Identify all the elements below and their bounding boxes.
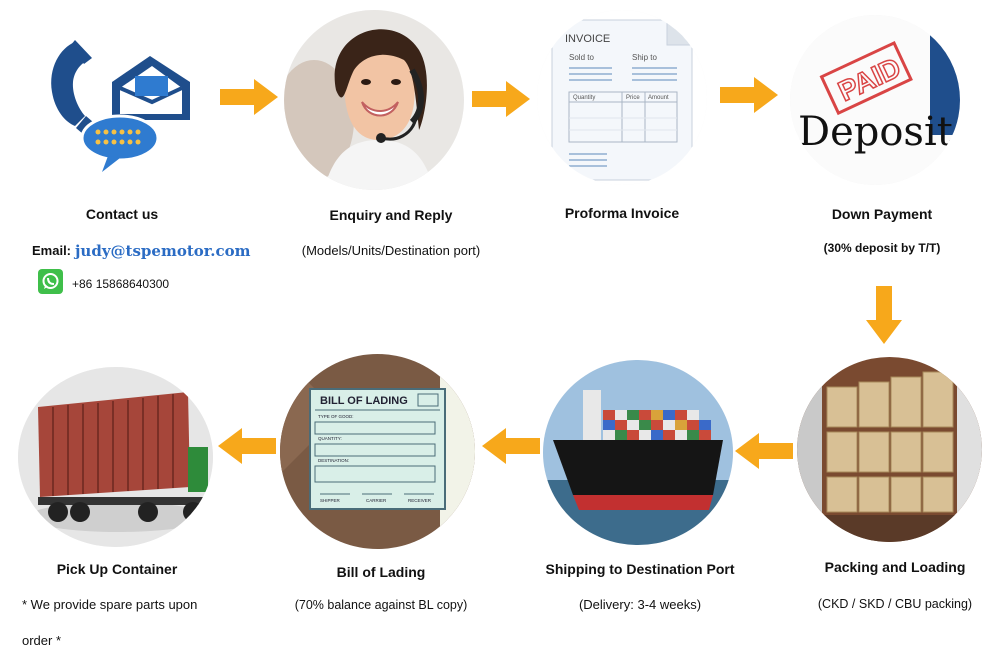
step-subtitle-bill-of-lading: (70% balance against BL copy): [294, 598, 468, 612]
invoice-col-price: Price: [626, 95, 640, 101]
step-title-invoice: Proforma Invoice: [564, 205, 680, 221]
arrow-right-2: [472, 81, 530, 117]
contact-illustration: [40, 30, 200, 180]
bill-carrier: CARRIER: [366, 498, 387, 503]
invoice-col-quantity: Quantity: [573, 95, 595, 101]
packing-loading-image: [797, 357, 982, 542]
step-title-shipping: Shipping to Destination Port: [545, 561, 735, 577]
bill-destination: DESTINATION:: [318, 458, 349, 463]
step-title-contact: Contact us: [85, 206, 159, 222]
bill-quantity: QUANTITY:: [318, 436, 342, 441]
email-label: Email:: [32, 243, 72, 258]
step-title-down-payment: Down Payment: [831, 206, 933, 222]
arrow-right-1: [220, 79, 278, 115]
container-truck-image: [18, 367, 213, 547]
step-subtitle-enquiry: (Models/Units/Destination port): [301, 243, 481, 258]
bill-of-lading-image: BILL OF LADING TYPE OF GOOD: QUANTITY: D…: [280, 354, 475, 549]
invoice-ship-to: Ship to: [632, 53, 657, 62]
bill-receiver: RECEIVER: [408, 498, 432, 503]
arrow-left-1: [735, 433, 793, 469]
step-title-bill-of-lading: Bill of Lading: [336, 564, 426, 580]
invoice-sold-to: Sold to: [569, 53, 594, 62]
bill-type: TYPE OF GOOD:: [318, 414, 354, 419]
step-subtitle-packing: (CKD / SKD / CBU packing): [817, 597, 973, 611]
arrow-right-3: [720, 77, 778, 113]
bill-shipper: SHIPPER: [320, 498, 341, 503]
phone-number: +86 15868640300: [72, 277, 170, 291]
whatsapp-icon: [38, 269, 63, 294]
invoice-col-amount: Amount: [648, 95, 669, 101]
chat-bubble-icon: [80, 114, 160, 172]
arrow-left-2: [482, 428, 540, 464]
step-title-pick-up: Pick Up Container: [56, 561, 178, 577]
step-subtitle-down-payment: (30% deposit by T/T): [823, 241, 941, 255]
step-subtitle-shipping: (Delivery: 3-4 weeks): [578, 597, 702, 612]
invoice-heading: INVOICE: [565, 33, 610, 45]
spare-parts-note-line1: * We provide spare parts upon: [22, 597, 198, 612]
arrow-down: [866, 286, 902, 344]
deposit-image: PAID Deposit: [790, 15, 960, 185]
enquiry-operator-image: [284, 10, 464, 190]
phone-handset-icon: [51, 42, 88, 126]
step-title-packing: Packing and Loading: [824, 559, 966, 575]
envelope-icon: [112, 56, 190, 120]
step-title-enquiry: Enquiry and Reply: [329, 207, 453, 223]
cargo-ship-image: [543, 360, 733, 545]
invoice-image: INVOICE Sold to Ship to Quantity Price A…: [537, 10, 707, 185]
deposit-word: Deposit: [798, 109, 953, 155]
bill-heading: BILL OF LADING: [320, 395, 408, 407]
email-link[interactable]: judy@tspemotor.com: [75, 242, 251, 260]
spare-parts-note-line2: order *: [22, 633, 62, 648]
arrow-left-3: [218, 428, 276, 464]
